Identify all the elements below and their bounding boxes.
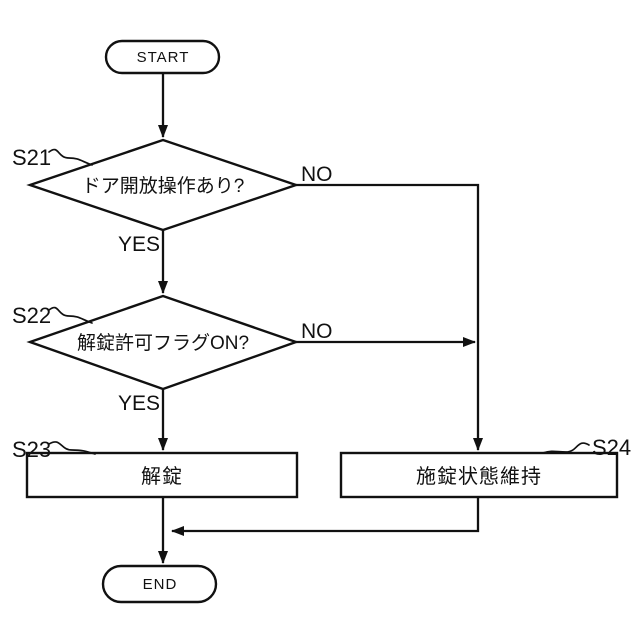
step-label-s22: S22 xyxy=(12,303,51,328)
unlock-label: 解錠 xyxy=(141,465,183,488)
keep-locked-process-box xyxy=(339,451,619,499)
decision2-label: 解錠許可フラグON? xyxy=(77,332,249,354)
keep-locked-process-node: 施錠状態維持 S24 xyxy=(339,435,631,499)
decision2-diamond xyxy=(26,294,300,391)
decision2-no-label: NO xyxy=(301,320,333,343)
s24-leader-line xyxy=(542,442,590,454)
s22-leader-line xyxy=(48,306,93,324)
start-label: START xyxy=(137,49,190,66)
s23-leader-line xyxy=(48,441,96,455)
unlock-process-node: 解錠 S23 xyxy=(12,437,299,499)
decision1-yes-label: YES xyxy=(118,233,160,256)
edge-keep-locked-to-merge xyxy=(171,497,480,536)
start-terminal: START xyxy=(104,39,221,75)
decision1-no-label: NO xyxy=(301,163,333,186)
step-label-s21: S21 xyxy=(12,145,51,170)
decision1-label: ドア開放操作あり? xyxy=(82,175,245,197)
decision2-yes-label: YES xyxy=(118,392,160,415)
step-label-s23: S23 xyxy=(12,437,51,462)
unlock-process-box xyxy=(25,451,299,499)
decision1-node: ドア開放操作あり? S21 xyxy=(12,138,300,232)
decision1-diamond xyxy=(26,138,300,232)
start-terminal-shape xyxy=(104,39,221,75)
decision2-node: 解錠許可フラグON? S22 xyxy=(12,294,300,391)
s21-leader-line xyxy=(48,148,93,166)
end-terminal: END xyxy=(101,564,218,604)
step-label-s24: S24 xyxy=(592,435,631,460)
edge-decision1-no-to-keep-locked xyxy=(296,183,483,451)
keep-locked-label: 施錠状態維持 xyxy=(416,465,542,488)
end-terminal-shape xyxy=(101,564,218,604)
end-label: END xyxy=(143,576,178,593)
